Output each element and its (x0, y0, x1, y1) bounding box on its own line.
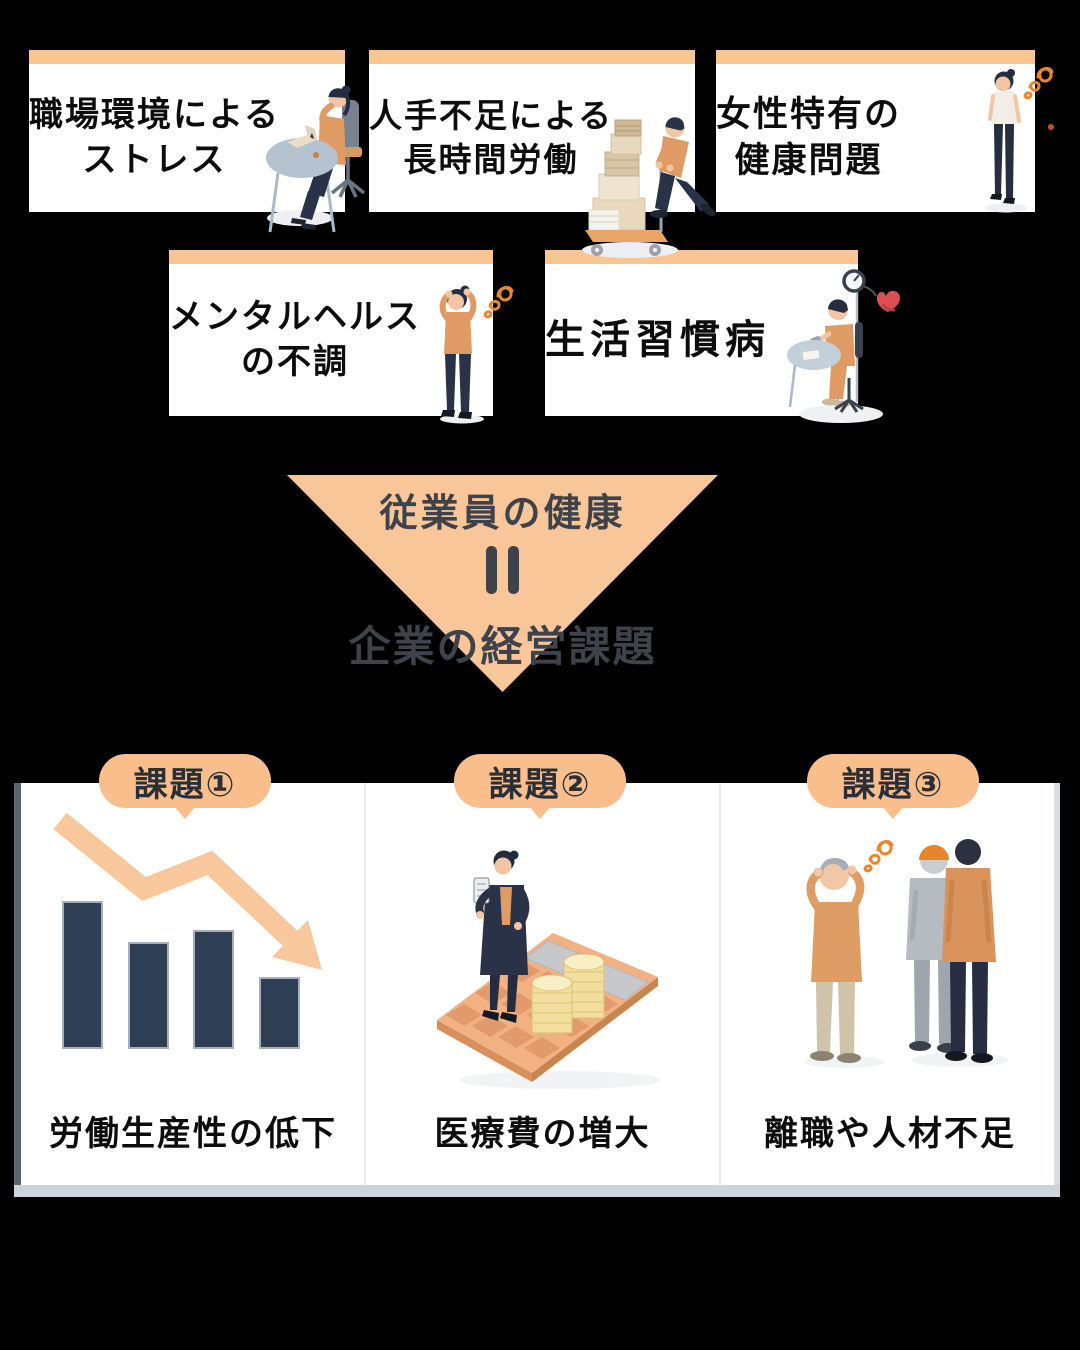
factor-card-womens-health: 女性特有の 健康問題 (716, 50, 1035, 212)
card-title-line: の不調 (241, 343, 349, 381)
squiggle-icon (483, 285, 514, 319)
card-title-line: 長時間労働 (403, 141, 579, 178)
card-title: 生活習慣病 (545, 264, 798, 416)
factor-card-mental-health: メンタルヘルス の不調 (169, 250, 493, 416)
medical-cost-illustration (437, 850, 660, 1089)
panel-bottom-edge (14, 1185, 1060, 1197)
squiggle-icon (863, 839, 894, 873)
chart-bar (193, 930, 235, 1049)
coin-stack-back (563, 953, 605, 1019)
chart-bar (127, 942, 169, 1049)
chart-bar (258, 977, 300, 1049)
column-divider (719, 783, 721, 1185)
leaving-workers-illustration (805, 839, 1008, 1068)
card-accent-bar (716, 50, 1035, 64)
card-title-line: 女性特有の (716, 94, 902, 134)
card-title-line: メンタルヘルス (169, 298, 421, 337)
card-title-line: ストレス (82, 141, 227, 179)
woman-at-desk-illustration (266, 85, 366, 233)
issue-caption-2: 医療費の増大 (434, 1115, 651, 1153)
card-title-line: 人手不足による (369, 97, 614, 135)
businesswoman (473, 850, 530, 1023)
equals-icon (287, 546, 718, 594)
card-title: メンタルヘルス の不調 (169, 264, 447, 416)
card-accent-bar (369, 50, 695, 64)
coin-stack-front (531, 974, 573, 1034)
equals-bar (508, 546, 519, 594)
column-divider (364, 783, 366, 1185)
funnel-bottom-label: 企業の経営課題 (348, 623, 657, 670)
equals-bar (486, 546, 497, 594)
mini-bar-chart (62, 899, 300, 1049)
factor-card-workplace-stress: 職場環境による ストレス (29, 50, 345, 212)
card-title: 職場環境による ストレス (29, 64, 322, 212)
card-title-line: 生活習慣病 (545, 317, 770, 362)
issue-badge-1: 課題① (99, 754, 271, 819)
decorative-dot (1048, 124, 1054, 130)
standing-woman-illustration (985, 66, 1054, 213)
card-accent-bar (169, 250, 493, 264)
issue-badge-3: 課題③ (807, 754, 979, 819)
declining-arrow-icon (53, 812, 322, 970)
worker-orange-sweater (942, 839, 996, 1063)
chart-bar (62, 901, 103, 1049)
card-title-line: 健康問題 (734, 141, 883, 180)
issue-caption-1: 労働生産性の低下 (49, 1115, 337, 1153)
card-title: 人手不足による 長時間労働 (369, 64, 653, 212)
factor-card-lifestyle-disease: 生活習慣病 (545, 250, 858, 416)
worried-elderly-man (806, 857, 865, 1063)
woman-holding-head-illustration (439, 285, 514, 424)
funnel-top-label: 従業員の健康 (379, 493, 626, 535)
gauge-icon (842, 269, 866, 293)
card-title-line: 職場環境による (29, 96, 280, 135)
card-accent-bar (29, 50, 345, 64)
panel-right-edge (1054, 783, 1060, 1185)
man-pushing-cart-illustration (582, 117, 716, 258)
issue-caption-3: 離職や人材不足 (764, 1115, 1016, 1153)
card-title: 女性特有の 健康問題 (716, 64, 955, 212)
panel-left-edge (14, 783, 21, 1197)
heart-icon (876, 290, 900, 312)
squiggle-icon (1023, 66, 1054, 100)
issue-badge-2: 課題② (454, 754, 626, 819)
blood-pressure-check-illustration (787, 269, 900, 423)
